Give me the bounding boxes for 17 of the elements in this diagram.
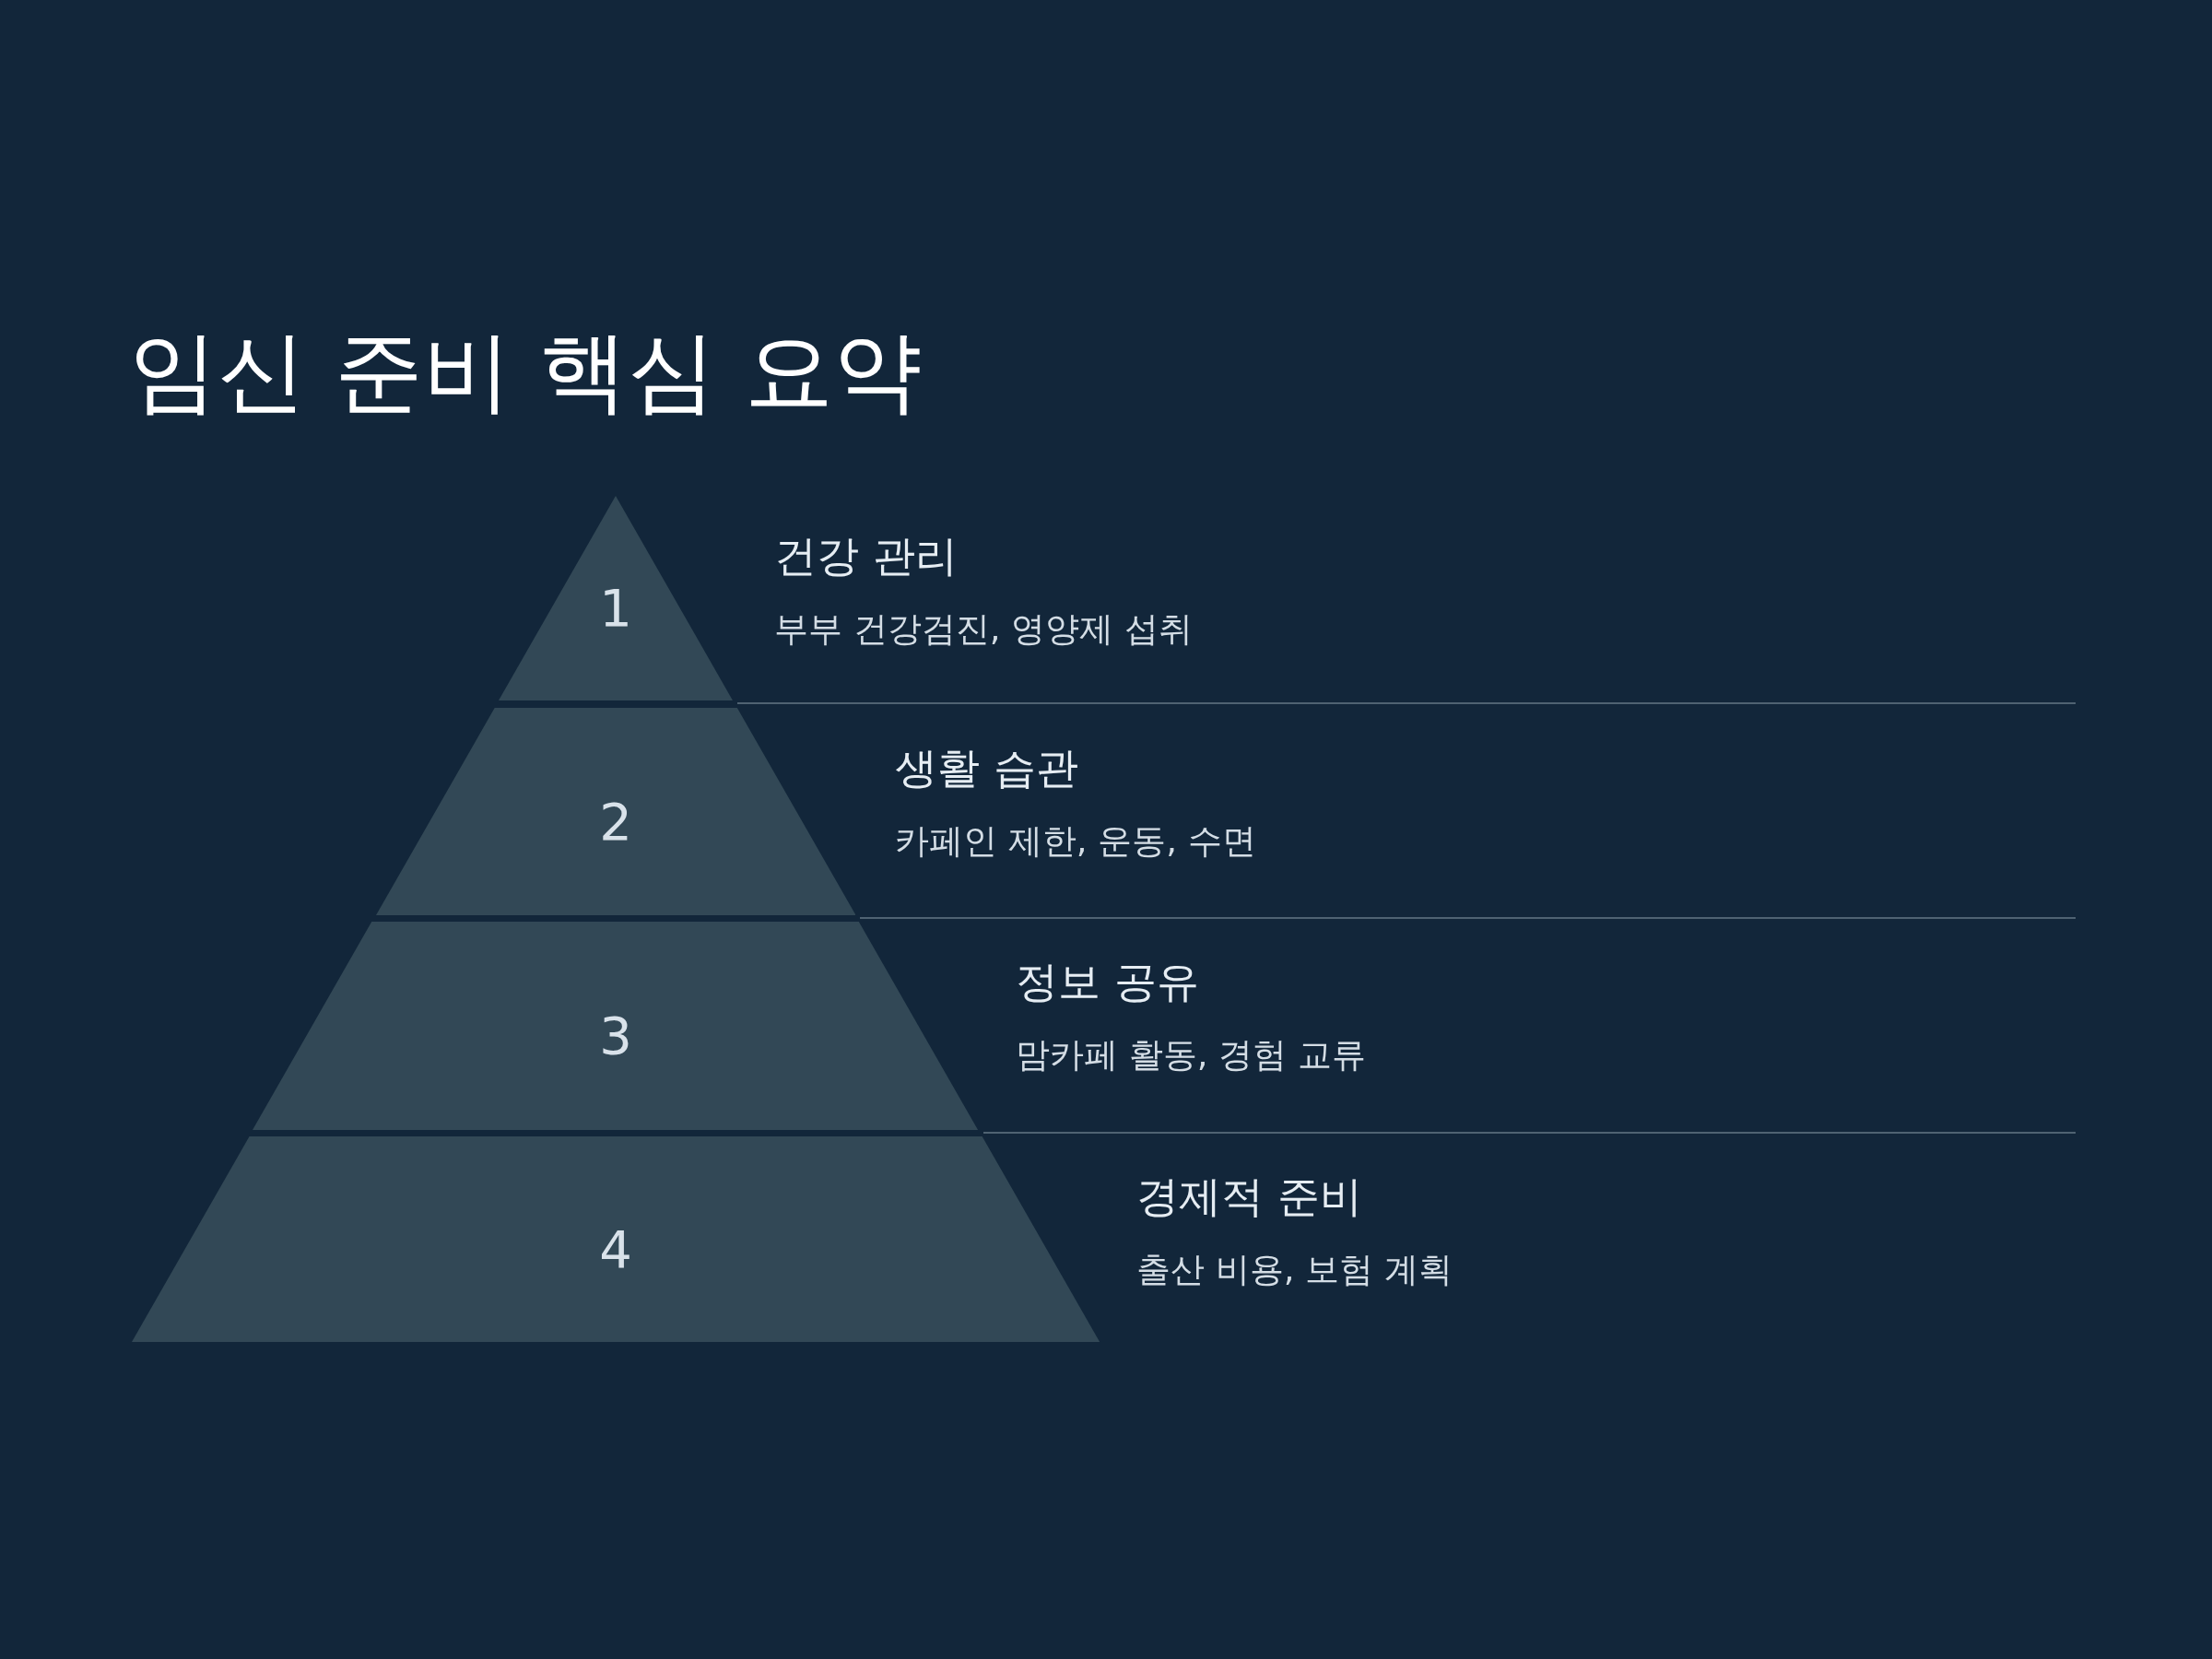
tier-description: 부부 건강검진, 영양제 섭취: [774, 608, 1194, 651]
tier-heading: 건강 관리: [774, 530, 958, 582]
tier-number: 1: [599, 577, 632, 638]
tier-description: 카페인 제한, 운동, 수면: [895, 820, 1256, 863]
tier-heading: 생활 습관: [895, 742, 1078, 794]
pyramid-tier: [253, 922, 979, 1130]
tier-heading: 경제적 준비: [1136, 1171, 1362, 1223]
pyramid-apex: [499, 496, 733, 700]
tier-number: 3: [599, 1005, 632, 1065]
pyramid-tier: [375, 708, 856, 915]
tier-heading: 정보 공유: [1016, 956, 1199, 1008]
page-title: 임신 준비 핵심 요약: [129, 319, 922, 425]
tier-number: 4: [599, 1218, 632, 1278]
tier-description: 맘카페 활동, 경험 교류: [1016, 1034, 1367, 1077]
pyramid-tier: [131, 1136, 1100, 1342]
tier-number: 2: [599, 791, 632, 851]
tier-description: 출산 비용, 보험 계획: [1136, 1249, 1453, 1291]
